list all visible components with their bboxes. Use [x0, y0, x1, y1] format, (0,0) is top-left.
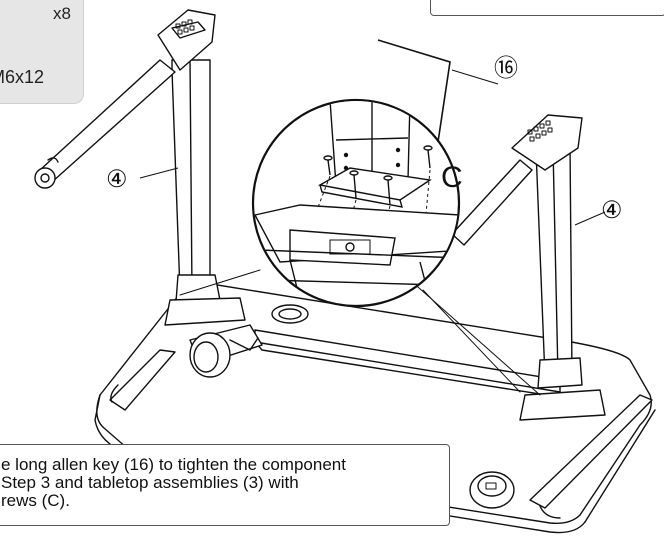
- detail-magnifier: [251, 98, 461, 308]
- caption-line-3: rews (C).: [1, 491, 70, 510]
- callout-leg-right: ④: [601, 197, 623, 224]
- caption-line-1: e long allen key (16) to tighten the com…: [1, 455, 346, 474]
- left-foot: [109, 349, 176, 411]
- hand-controller: [469, 471, 515, 509]
- caption-line-2: Step 3 and tabletop assemblies (3) with: [1, 473, 299, 492]
- allen-key: [377, 39, 499, 143]
- hardware-screw-size: M6x12: [0, 67, 45, 87]
- keypad-right: [527, 120, 553, 142]
- cable-grommet-hole: [271, 304, 309, 324]
- hardware-parts-box: x8 M6x12: [0, 0, 84, 104]
- right-arm: [451, 159, 533, 246]
- callout-allen-key: ⑯: [494, 55, 518, 82]
- callout-leg-left: ④: [106, 166, 128, 193]
- hardware-quantity: x8: [53, 4, 71, 23]
- instruction-caption-box: e long allen key (16) to tighten the com…: [0, 444, 450, 526]
- right-top-bracket: [511, 114, 583, 171]
- callout-screw-letter: C: [441, 161, 463, 194]
- header-tag-box: [430, 0, 664, 16]
- keypad-left: [175, 19, 195, 35]
